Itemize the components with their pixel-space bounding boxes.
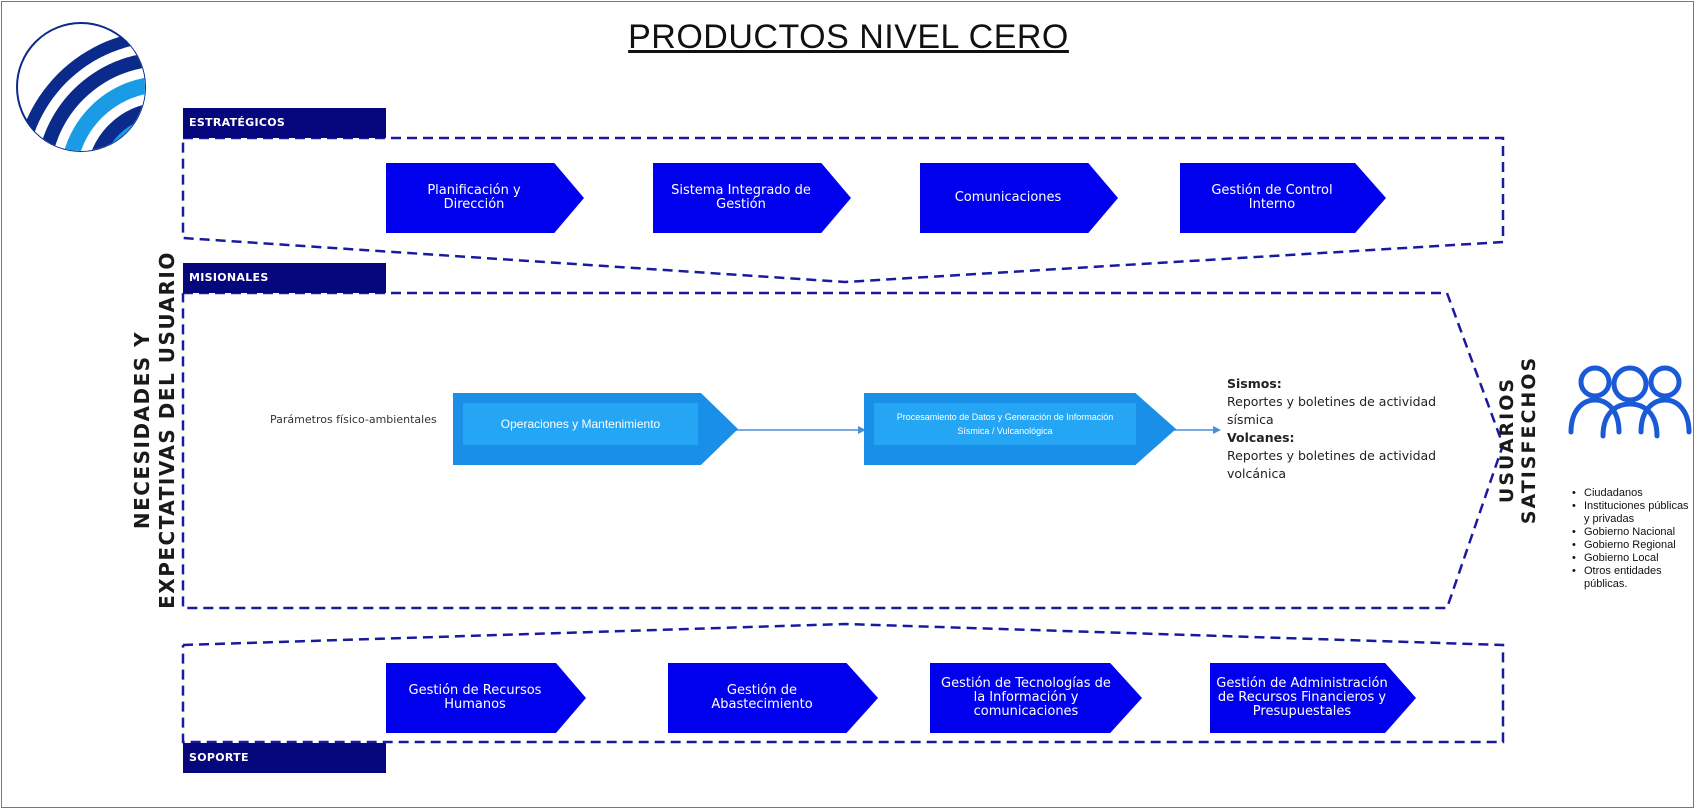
process-procesamiento: Procesamiento de Datos y Generación de I…	[864, 393, 1176, 465]
estrategicos-tab: ESTRATÉGICOS	[183, 108, 386, 138]
users-list: Ciudadanos Instituciones públicas y priv…	[1572, 487, 1696, 591]
misionales-tab: MISIONALES	[183, 263, 386, 293]
process-planificacion: Planificación y Dirección	[386, 163, 584, 233]
process-control-interno: Gestión de Control Interno	[1180, 163, 1386, 233]
process-recursos-humanos: Gestión de Recursos Humanos	[386, 663, 586, 733]
misionales-dashed-border	[181, 291, 1505, 610]
users-group-icon	[1568, 365, 1692, 439]
process-administracion: Gestión de Administración de Recursos Fi…	[1210, 663, 1416, 733]
institution-logo	[16, 22, 146, 152]
user-item: Otros entidades públicas.	[1572, 565, 1696, 591]
input-parametros: Parámetros físico-ambientales	[270, 413, 437, 426]
right-label-container: USUARIOS SATISFECHOS	[1496, 290, 1540, 590]
user-item: Gobierno Regional	[1572, 539, 1696, 552]
process-tecnologias: Gestión de Tecnologías de la Información…	[930, 663, 1142, 733]
user-item: Ciudadanos	[1572, 487, 1696, 500]
output-text-sismos: Reportes y boletines de actividad sísmic…	[1227, 394, 1437, 427]
output-heading-volcanes: Volcanes:	[1227, 430, 1295, 445]
left-label-container: NECESIDADES Y EXPECTATIVAS DEL USUARIO	[65, 240, 245, 620]
estrategicos-dashed-border	[181, 136, 1505, 284]
output-heading-sismos: Sismos:	[1227, 376, 1282, 391]
output-text-volcanes: Reportes y boletines de actividad volcán…	[1227, 448, 1437, 481]
right-label: USUARIOS SATISFECHOS	[1496, 355, 1540, 525]
process-comunicaciones: Comunicaciones	[920, 163, 1118, 233]
outputs-list: Sismos: Reportes y boletines de activida…	[1227, 375, 1457, 483]
page-title: PRODUCTOS NIVEL CERO	[628, 18, 1069, 56]
user-item: Gobierno Nacional	[1572, 526, 1696, 539]
process-sistema-integrado: Sistema Integrado de Gestión	[653, 163, 851, 233]
process-operaciones: Operaciones y Mantenimiento	[453, 393, 738, 465]
user-item: Instituciones públicas y privadas	[1572, 500, 1696, 526]
soporte-dashed-border	[181, 622, 1505, 744]
left-label: NECESIDADES Y EXPECTATIVAS DEL USUARIO	[130, 251, 179, 609]
soporte-tab: SOPORTE	[183, 743, 386, 773]
process-abastecimiento: Gestión de Abastecimiento	[668, 663, 878, 733]
user-item: Gobierno Local	[1572, 552, 1696, 565]
